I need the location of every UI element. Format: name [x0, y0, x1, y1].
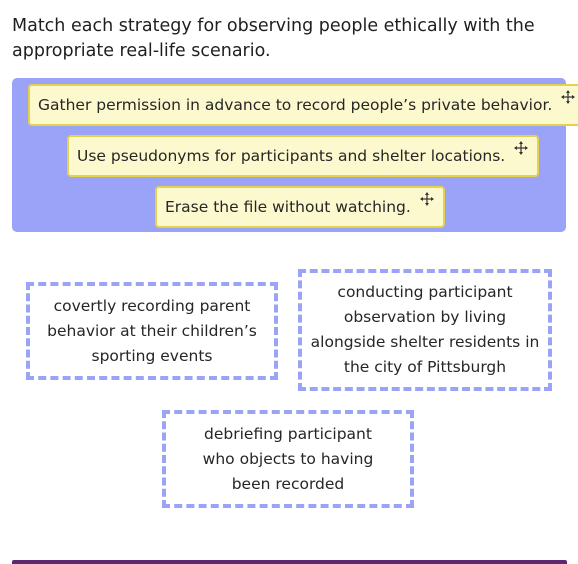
drop-target-label: conducting participant observation by li…: [310, 283, 540, 376]
drag-handle-icon[interactable]: [561, 90, 576, 104]
answer-chip-label: Gather permission in advance to record p…: [38, 96, 553, 114]
answer-bank: Gather permission in advance to record p…: [12, 78, 578, 232]
drop-target-covert-recording[interactable]: covertly recording parent behavior at th…: [26, 282, 278, 380]
answer-chip-label: Use pseudonyms for participants and shel…: [77, 147, 506, 165]
answer-chip-permission[interactable]: Gather permission in advance to record p…: [28, 84, 578, 126]
drag-handle-icon[interactable]: [514, 141, 529, 155]
answer-chip-pseudonyms[interactable]: Use pseudonyms for participants and shel…: [67, 135, 540, 177]
drop-target-label: covertly recording parent behavior at th…: [47, 296, 257, 365]
bottom-bar: [12, 560, 567, 564]
drag-handle-icon[interactable]: [419, 192, 434, 206]
question-prompt: Match each strategy for observing people…: [12, 16, 535, 61]
drop-target-debriefing[interactable]: debriefing participant who objects to ha…: [162, 410, 414, 508]
answer-chip-erase-file[interactable]: Erase the file without watching.: [155, 186, 445, 228]
answer-chip-label: Erase the file without watching.: [165, 198, 411, 216]
drop-target-participant-observation[interactable]: conducting participant observation by li…: [298, 269, 552, 391]
drop-target-label: debriefing participant who objects to ha…: [202, 424, 374, 493]
